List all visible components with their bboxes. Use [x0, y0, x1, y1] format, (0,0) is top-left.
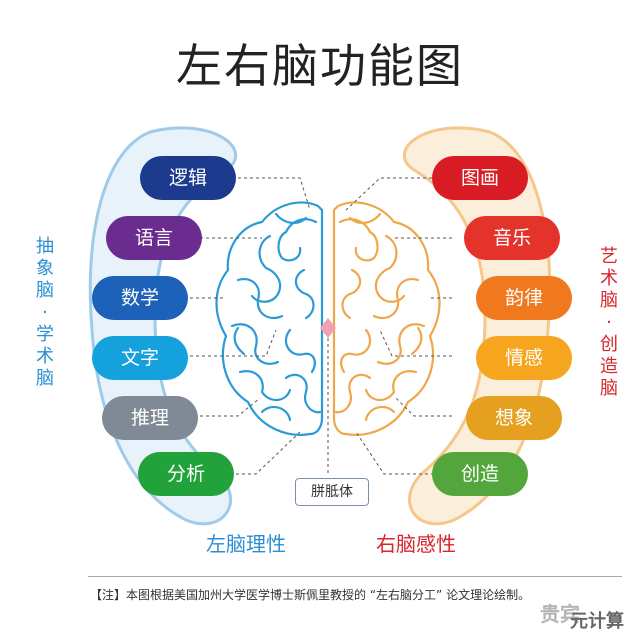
watermark: 元计算 [570, 611, 624, 632]
corpus-callosum-label: 胼胝体 [295, 478, 369, 506]
right-item-creation: 创造 [432, 452, 528, 496]
right-item-drawing: 图画 [432, 156, 528, 200]
corpus-callosum-marker [320, 318, 336, 338]
right-item-emotion: 情感 [476, 336, 572, 380]
footnote-divider [88, 576, 622, 577]
left-item-logic: 逻辑 [140, 156, 236, 200]
left-hemisphere [215, 201, 324, 436]
left-side-label: 抽象脑·学术脑 [36, 236, 54, 389]
right-brain-caption: 右脑感性 [376, 532, 456, 556]
left-item-text: 文字 [92, 336, 188, 380]
right-item-music: 音乐 [464, 216, 560, 260]
left-item-analysis: 分析 [138, 452, 234, 496]
right-item-rhythm: 韵律 [476, 276, 572, 320]
right-connectors [345, 177, 452, 475]
right-item-imagination: 想象 [466, 396, 562, 440]
footnote: 【注】本图根据美国加州大学医学博士斯佩里教授的 “左右脑分工” 论文理论绘制。 [90, 588, 531, 602]
left-item-math: 数学 [92, 276, 188, 320]
watermark-faded: 贵宾 [540, 602, 580, 626]
left-connectors [188, 177, 311, 475]
right-hemisphere [332, 201, 441, 436]
left-item-language: 语言 [106, 216, 202, 260]
diagram-title: 左右脑功能图 [176, 39, 464, 93]
right-side-label: 艺术脑·创造脑 [600, 246, 618, 399]
left-brain-caption: 左脑理性 [206, 532, 286, 556]
left-item-reasoning: 推理 [102, 396, 198, 440]
